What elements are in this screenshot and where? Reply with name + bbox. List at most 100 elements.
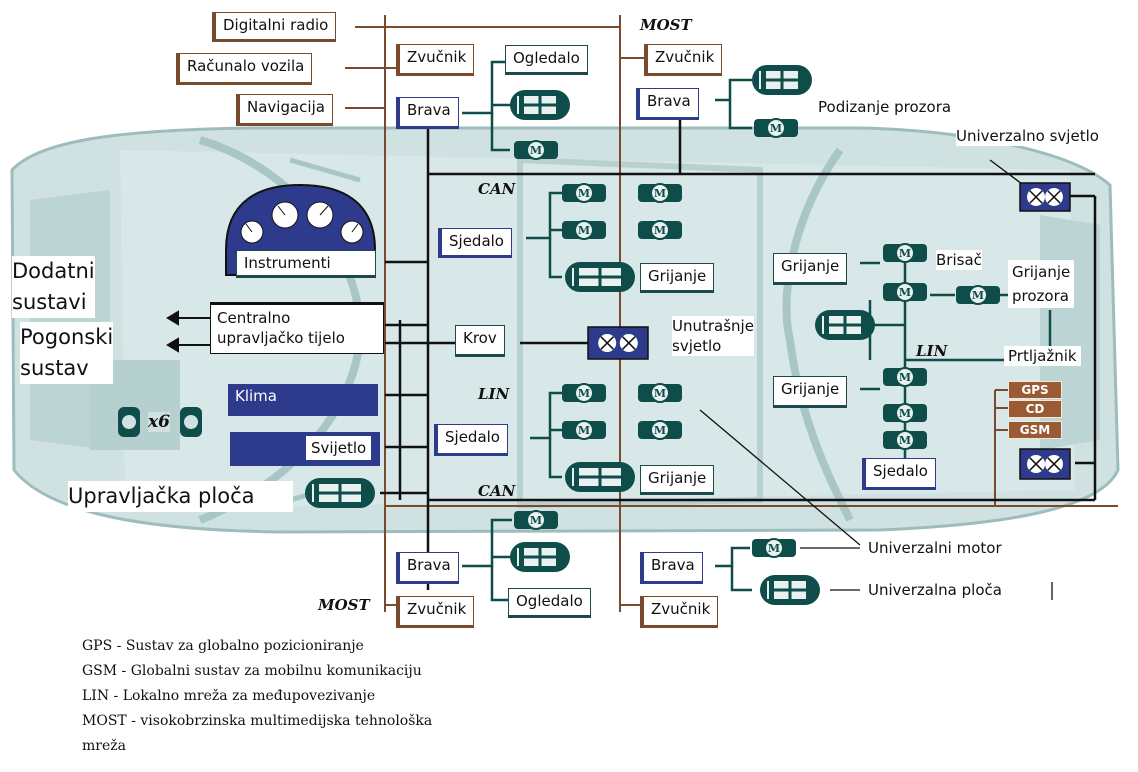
- motor-icon-16: M: [883, 282, 927, 302]
- svg-text:M: M: [899, 407, 911, 420]
- universal-board-label: Univerzalna ploča: [868, 580, 1002, 600]
- control-module-icon-14: [565, 462, 635, 492]
- svg-text:M: M: [530, 144, 542, 157]
- motor-icon-13: M: [638, 420, 682, 440]
- additional-systems-label: Dodatni sustavi: [12, 256, 95, 318]
- mirror-bottom-box: Ogledalo: [508, 588, 591, 618]
- svg-text:M: M: [654, 187, 666, 200]
- svg-text:M: M: [972, 289, 984, 302]
- lock-top-left-box: Brava: [396, 97, 459, 129]
- mirror-top-box: Ogledalo: [505, 45, 588, 75]
- heating-middle-bottom-box: Grijanje: [640, 465, 715, 495]
- control-module-icon-9: [565, 262, 635, 292]
- motor-icon-11: M: [638, 383, 682, 403]
- universal-light-label: Univerzalno svjetlo: [956, 126, 1099, 146]
- can-bus-label-bottom: CAN: [478, 482, 516, 500]
- digital-radio-box: Digitalni radio: [212, 12, 337, 42]
- motor-icon-24: M: [752, 538, 796, 558]
- lock-bottom-left-box: Brava: [396, 552, 459, 584]
- svg-text:M: M: [654, 424, 666, 437]
- lock-bottom-right-box: Brava: [640, 552, 703, 584]
- speaker-bottom-left-box: Zvučnik: [396, 596, 475, 628]
- svg-text:M: M: [899, 371, 911, 384]
- heating-right-top-box: Grijanje: [773, 253, 848, 285]
- x6-label: x6: [148, 412, 170, 432]
- control-module-icon-26: [305, 478, 375, 508]
- legend-line-most-cont: mreža: [82, 738, 126, 754]
- motor-icon-4: M: [754, 118, 798, 138]
- roof-box: Krov: [455, 325, 505, 357]
- svg-text:M: M: [899, 434, 911, 447]
- light-pair-icon-28: [1019, 182, 1071, 212]
- light-pair-icon-27: [587, 326, 649, 360]
- legend-line-most: MOST - visokobrzinska multimedijska tehn…: [82, 713, 433, 729]
- most-bus-label-top: MOST: [640, 16, 692, 34]
- motor-icon-10: M: [562, 383, 606, 403]
- window-heating-label: Grijanje prozora: [1008, 260, 1075, 308]
- light-box: Svijetlo: [230, 432, 380, 466]
- control-module-icon-23: [510, 542, 570, 572]
- control-panel-label: Upravljačka ploča: [68, 481, 293, 512]
- can-bus-lines: [380, 120, 1097, 590]
- motor-icon-17: M: [883, 367, 927, 387]
- window-lift-label: Podizanje prozora: [818, 97, 952, 117]
- heating-right-bottom-box: Grijanje: [773, 376, 848, 408]
- control-module-icon-25: [760, 575, 820, 605]
- svg-text:M: M: [578, 387, 590, 400]
- lin-bus-label-right: LIN: [916, 342, 948, 360]
- svg-text:M: M: [654, 387, 666, 400]
- motor-icon-20: M: [956, 285, 1000, 305]
- motor-icon-18: M: [883, 403, 927, 423]
- additional-systems-line: Dodatni sustavi: [12, 259, 95, 314]
- motor-icon-8: M: [638, 220, 682, 240]
- drive-system-line: Pogonski sustav: [20, 325, 114, 380]
- motor-icon-19: M: [883, 430, 927, 450]
- motor-icon-6: M: [638, 183, 682, 203]
- wiper-label: Brisač: [936, 250, 982, 270]
- svg-text:M: M: [578, 424, 590, 437]
- lin-bus-label-middle: LIN: [478, 385, 510, 403]
- lock-top-right-box: Brava: [636, 88, 699, 120]
- speaker-bottom-right-box: Zvučnik: [640, 596, 719, 628]
- svg-text:M: M: [654, 224, 666, 237]
- heating-middle-top-box: Grijanje: [640, 263, 715, 293]
- instruments-box: Instrumenti: [236, 250, 376, 278]
- vehicle-computer-box: Računalo vozila: [176, 53, 313, 85]
- motor-icon-5: M: [562, 183, 606, 203]
- control-module-icon-3: [752, 65, 812, 95]
- legend-line-lin: LIN - Lokalno mreža za međupovezivanje: [82, 688, 376, 704]
- motor-icon-12: M: [562, 420, 606, 440]
- motor-icon-2: M: [514, 140, 558, 160]
- drive-system-label: Pogonski sustav: [20, 322, 114, 384]
- output-arrows: [166, 310, 210, 353]
- motor-icon-7: M: [562, 220, 606, 240]
- motor-icon-15: M: [883, 243, 927, 263]
- svg-text:M: M: [770, 122, 782, 135]
- interior-light-label: Unutrašnje svjetlo: [672, 316, 754, 356]
- svg-text:M: M: [899, 247, 911, 260]
- central-body-box: Centralno upravljačko tijelo: [210, 302, 384, 354]
- most-bus-lines: [345, 15, 1118, 612]
- cd-badge: CD: [1008, 400, 1062, 418]
- can-bus-label-top: CAN: [478, 180, 516, 198]
- speaker-top-left-box: Zvučnik: [396, 44, 475, 76]
- svg-text:M: M: [768, 542, 780, 555]
- most-bus-label-bottom: MOST: [318, 596, 370, 614]
- control-module-icon-1: [510, 90, 570, 120]
- control-module-icon-21: [815, 310, 875, 340]
- svg-text:M: M: [578, 187, 590, 200]
- light-pair-icon-29: [1019, 448, 1071, 480]
- x6-motor-icons: [118, 407, 202, 437]
- svg-text:M: M: [578, 224, 590, 237]
- seat-middle-bottom-box: Sjedalo: [434, 424, 508, 456]
- climate-box: Klima: [228, 384, 378, 416]
- seat-right-box: Sjedalo: [862, 458, 936, 490]
- motor-icon-22: M: [514, 510, 558, 530]
- trunk-label: Prtljažnik: [1004, 346, 1081, 366]
- universal-motor-label: Univerzalni motor: [868, 538, 1002, 558]
- speaker-top-right-box: Zvučnik: [644, 44, 723, 76]
- navigation-box: Navigacija: [236, 94, 333, 126]
- svg-text:M: M: [899, 286, 911, 299]
